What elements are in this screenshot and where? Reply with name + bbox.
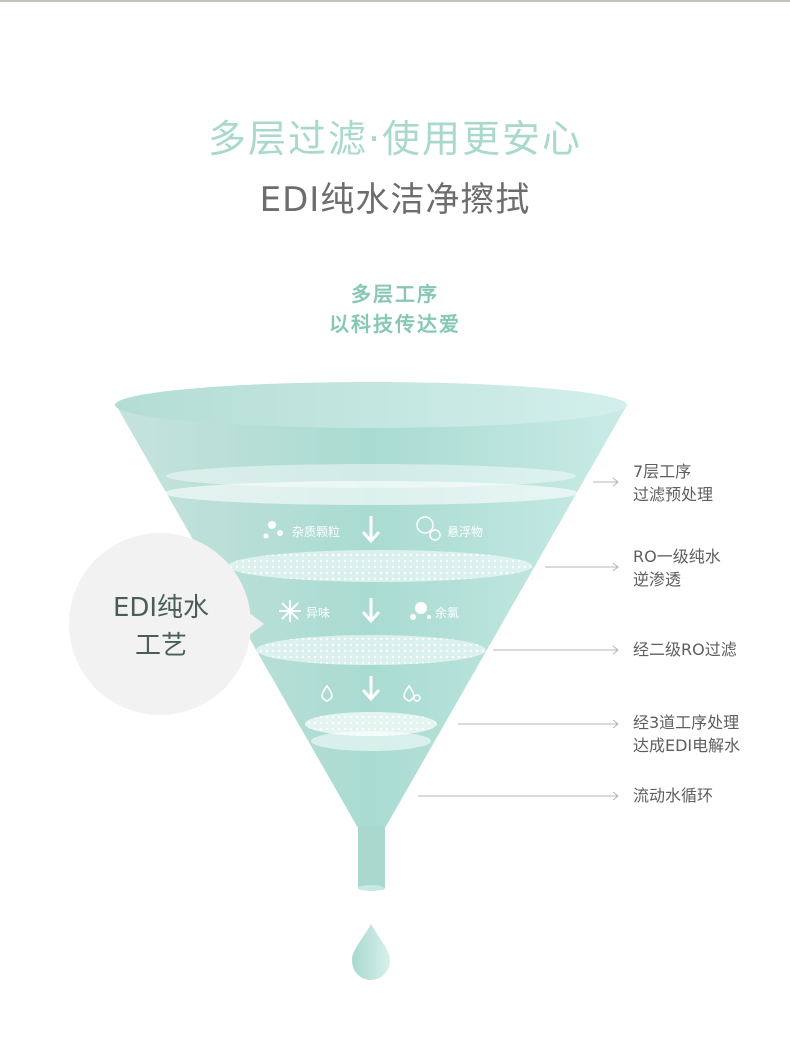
odor-icon — [279, 600, 301, 622]
suspended-label: 悬浮物 — [447, 525, 484, 539]
arrow-down-icon — [361, 676, 381, 702]
badge-line-2: 工艺 — [134, 631, 187, 661]
step-1-line-1: 7层工序 — [633, 462, 692, 481]
step-3-line-1: 经二级RO过滤 — [633, 640, 737, 659]
arrow-down-icon — [361, 516, 381, 544]
funnel-spout — [358, 826, 385, 890]
odor-label: 异味 — [306, 606, 331, 620]
step-4-line-1: 经3道工序处理 — [633, 713, 740, 732]
water-drop-icon — [352, 924, 390, 980]
funnel-rim — [115, 382, 627, 428]
tagline-line-2: 以科技传达爱 — [329, 312, 461, 336]
step-label-3: 经二级RO过滤 — [633, 638, 737, 661]
filter-layer-edi-b — [311, 731, 431, 751]
step-2-line-2: 逆渗透 — [633, 570, 682, 589]
filter-layer-1a — [166, 464, 576, 488]
page-subtitle: EDI纯水洁净擦拭 — [259, 180, 531, 220]
step-label-1: 7层工序 过滤预处理 — [633, 460, 713, 506]
step-4-line-2: 达成EDI电解水 — [633, 736, 741, 755]
top-divider — [0, 0, 790, 2]
page-title: 多层过滤·使用更安心 — [207, 117, 583, 161]
filter-layer-1b — [164, 481, 578, 505]
step-2-line-1: RO一级纯水 — [633, 547, 721, 566]
water-drop-icon — [321, 684, 333, 702]
step-5-line-1: 流动水循环 — [633, 786, 714, 805]
step-label-5: 流动水循环 — [633, 784, 713, 807]
edi-badge — [69, 533, 264, 715]
impurities-label: 杂质颗粒 — [292, 525, 341, 539]
particles-icon — [263, 521, 283, 539]
water-drop-icon — [403, 684, 415, 702]
step-1-line-2: 过滤预处理 — [633, 485, 714, 504]
chlorine-icon — [410, 602, 431, 620]
step-label-4: 经3道工序处理 达成EDI电解水 — [633, 711, 740, 757]
badge-line-1: EDI纯水 — [112, 593, 210, 623]
arrow-down-icon — [361, 598, 381, 624]
step-label-2: RO一级纯水 逆渗透 — [633, 545, 721, 591]
bubbles-icon — [416, 516, 441, 541]
chlorine-label: 余氯 — [435, 606, 460, 620]
tagline-line-1: 多层工序 — [351, 282, 439, 306]
